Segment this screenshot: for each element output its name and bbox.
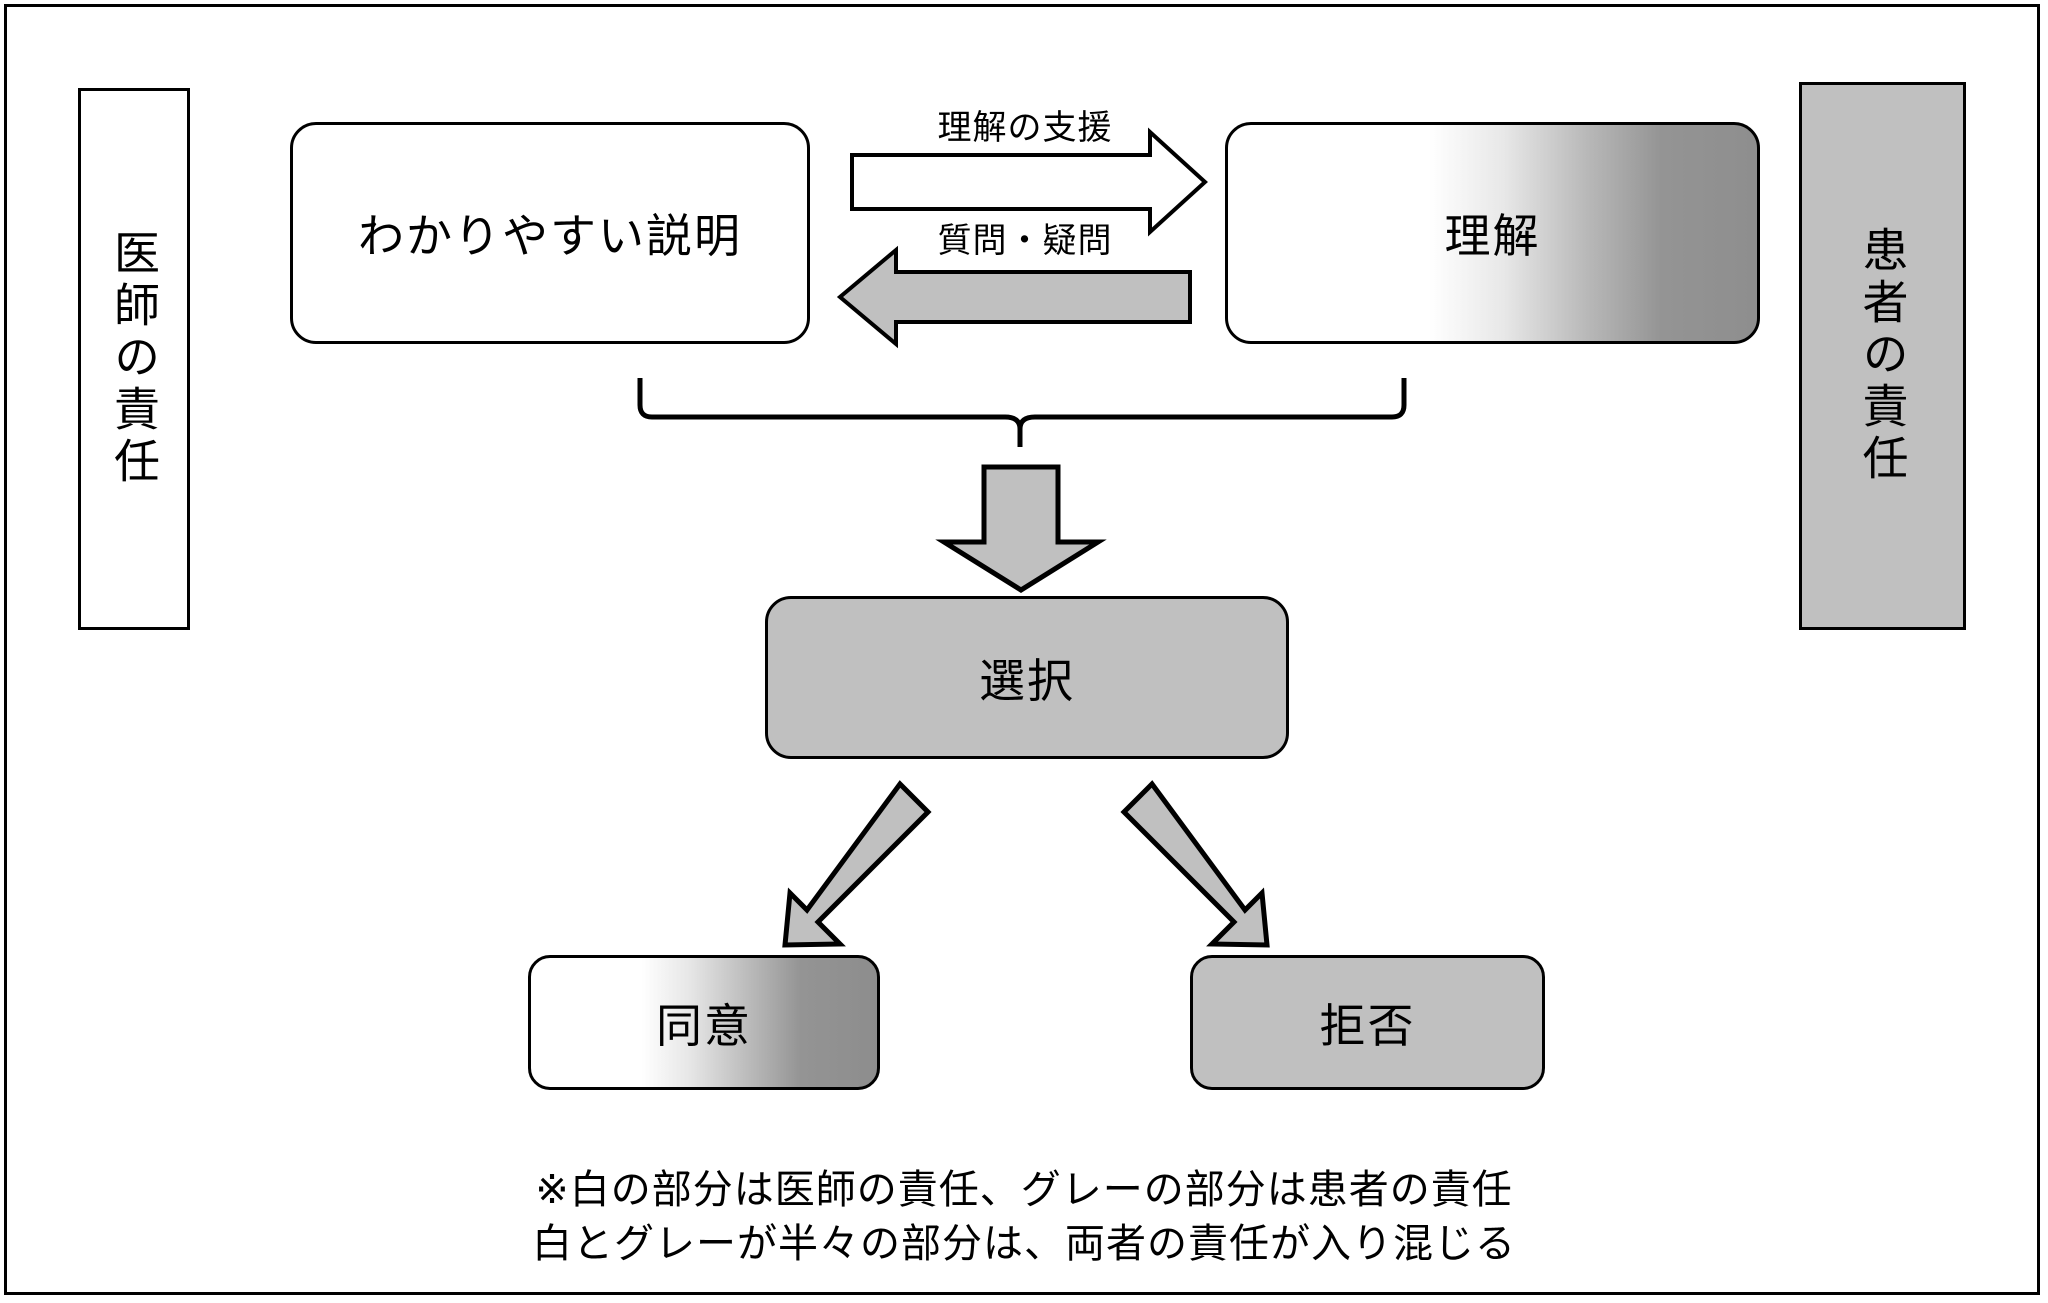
question-arrow-label: 質問・疑問 bbox=[937, 222, 1113, 260]
node-refuse: 拒否 bbox=[1190, 955, 1545, 1090]
doctor-responsibility-box: 医師の責任 bbox=[78, 88, 190, 630]
doctor-responsibility-label: 医師の責任 bbox=[108, 229, 160, 489]
patient-responsibility-box: 患者の責任 bbox=[1799, 82, 1966, 630]
node-explanation-label: わかりやすい説明 bbox=[358, 210, 742, 262]
footnote-line-2: 白とグレーが半々の部分は、両者の責任が入り混じる bbox=[532, 1222, 1516, 1267]
node-choice-label: 選択 bbox=[979, 654, 1075, 707]
outer-frame bbox=[4, 4, 2040, 1295]
node-explanation: わかりやすい説明 bbox=[290, 122, 810, 344]
footnote-line-1: ※白の部分は医師の責任、グレーの部分は患者の責任 bbox=[535, 1168, 1513, 1212]
node-refuse-label: 拒否 bbox=[1319, 999, 1416, 1052]
node-understanding-label: 理解 bbox=[1444, 210, 1541, 262]
node-understanding: 理解 bbox=[1225, 122, 1760, 344]
patient-responsibility-label: 患者の責任 bbox=[1856, 226, 1909, 486]
node-agree-label: 同意 bbox=[656, 999, 752, 1052]
node-agree: 同意 bbox=[528, 955, 880, 1090]
node-choice: 選択 bbox=[765, 596, 1289, 759]
support-arrow-label: 理解の支援 bbox=[937, 109, 1113, 147]
footnote: ※白の部分は医師の責任、グレーの部分は患者の責任 白とグレーが半々の部分は、両者… bbox=[0, 1163, 2048, 1272]
